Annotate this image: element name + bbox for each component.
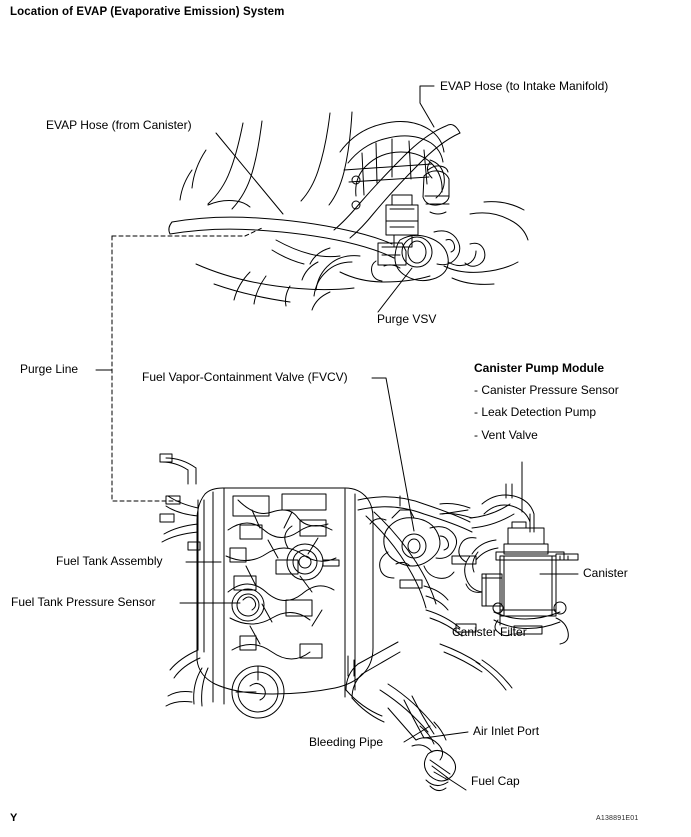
purge-line-dashed-route bbox=[111, 227, 263, 237]
leader-fuel-cap bbox=[445, 776, 467, 791]
fuel-tank-illustration bbox=[159, 453, 579, 792]
figure-code: A138891E01 bbox=[596, 815, 639, 822]
label-vent-valve: - Vent Valve bbox=[474, 428, 538, 442]
label-fvcv: Fuel Vapor-Containment Valve (FVCV) bbox=[142, 370, 348, 384]
label-evap-hose-to-intake-manifold: EVAP Hose (to Intake Manifold) bbox=[440, 79, 609, 93]
page-title: Location of EVAP (Evaporative Emission) … bbox=[10, 6, 285, 18]
leader-evap-hose-to-intake bbox=[419, 85, 435, 128]
label-leak-detection-pump: - Leak Detection Pump bbox=[474, 405, 597, 419]
leader-bleeding-pipe bbox=[403, 725, 431, 743]
sheet-mark: Y bbox=[10, 812, 18, 824]
leader-purge-vsv bbox=[377, 267, 413, 313]
label-fuel-tank-pressure-sensor: Fuel Tank Pressure Sensor bbox=[11, 595, 156, 609]
label-purge-vsv: Purge VSV bbox=[377, 312, 437, 326]
label-fuel-cap: Fuel Cap bbox=[471, 774, 520, 788]
label-canister: Canister bbox=[583, 566, 628, 580]
leader-fvcv bbox=[371, 377, 415, 532]
label-fuel-tank-assembly: Fuel Tank Assembly bbox=[56, 554, 163, 568]
label-canister-filter: Canister Filter bbox=[452, 625, 527, 639]
label-bleeding-pipe: Bleeding Pipe bbox=[309, 735, 384, 749]
label-purge-line: Purge Line bbox=[20, 362, 79, 376]
label-air-inlet-port: Air Inlet Port bbox=[473, 724, 540, 738]
label-canister-pump-module-heading: Canister Pump Module bbox=[474, 361, 605, 375]
leader-evap-hose-from-canister bbox=[215, 132, 284, 215]
purge-line-dashed-vertical bbox=[111, 235, 181, 502]
leader-lines bbox=[95, 85, 579, 791]
engine-bay-illustration bbox=[168, 111, 529, 311]
label-canister-pressure-sensor: - Canister Pressure Sensor bbox=[474, 383, 619, 397]
leader-air-inlet-port bbox=[423, 731, 469, 739]
label-evap-hose-from-canister: EVAP Hose (from Canister) bbox=[46, 118, 192, 132]
